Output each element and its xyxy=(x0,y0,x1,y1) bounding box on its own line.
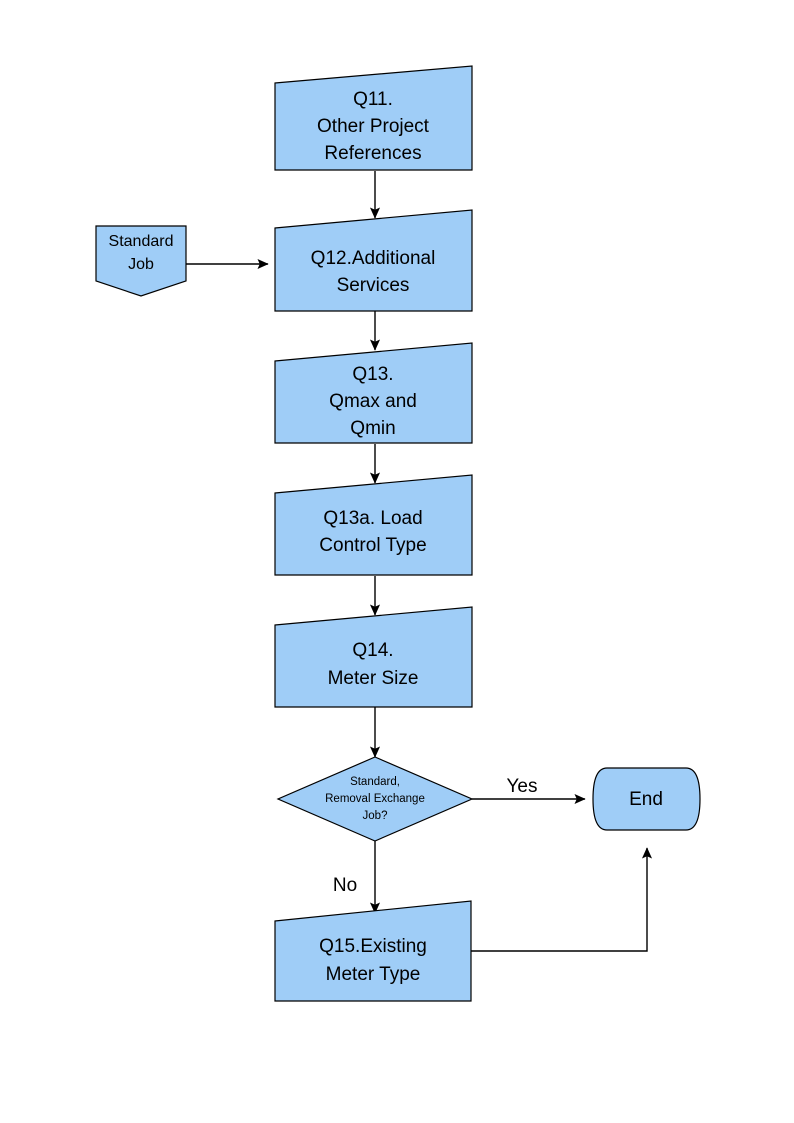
edges-layer xyxy=(186,171,653,952)
q13-label-line2: Qmax and xyxy=(329,391,417,412)
edge-label-yes: Yes xyxy=(507,776,538,797)
decision-label-line2: Removal Exchange xyxy=(325,793,425,805)
q14-label-line2: Meter Size xyxy=(328,668,419,689)
node-q13[interactable]: Q13. Qmax and Qmin xyxy=(274,342,473,444)
q12-label-line1: Q12.Additional xyxy=(311,248,436,269)
q15-shape[interactable] xyxy=(274,900,472,1002)
node-q14[interactable]: Q14. Meter Size xyxy=(274,606,473,708)
standard-job-label-line2: Job xyxy=(128,256,154,273)
node-decision[interactable]: Standard, Removal Exchange Job? xyxy=(276,756,474,842)
q14-label-line1: Q14. xyxy=(352,640,393,661)
q13-label-line3: Qmin xyxy=(350,418,395,439)
q11-shape[interactable] xyxy=(274,65,473,171)
node-q15[interactable]: Q15.Existing Meter Type xyxy=(274,900,472,1002)
node-end[interactable]: End xyxy=(592,767,701,831)
decision-label-line1: Standard, xyxy=(350,776,400,788)
q11-label-line1: Q11. xyxy=(353,89,393,110)
standard-job-shape[interactable] xyxy=(95,225,187,297)
node-q12[interactable]: Q12.Additional Services xyxy=(274,209,473,312)
q11-label-line2: Other Project xyxy=(317,116,430,137)
end-shape[interactable] xyxy=(592,767,701,831)
q12-shape[interactable] xyxy=(274,209,473,312)
standard-job-label-line1: Standard xyxy=(109,233,174,250)
q11-label-line3: References xyxy=(324,143,421,164)
q13a-label-line2: Control Type xyxy=(319,535,426,556)
edge-label-no: No xyxy=(333,875,357,896)
q13a-shape[interactable] xyxy=(274,474,473,576)
q13-label-line1: Q13. xyxy=(352,364,393,385)
decision-shape[interactable] xyxy=(276,756,474,842)
edge-q15-to-end xyxy=(471,847,653,952)
node-q13a[interactable]: Q13a. Load Control Type xyxy=(274,474,473,576)
q14-shape[interactable] xyxy=(274,606,473,708)
decision-label-line3: Job? xyxy=(363,810,388,822)
q15-label-line2: Meter Type xyxy=(326,964,421,985)
node-standard-job[interactable]: Standard Job xyxy=(95,225,187,297)
q13-shape[interactable] xyxy=(274,342,473,444)
q13a-label-line1: Q13a. Load xyxy=(323,508,422,529)
edge-labels-layer: Yes No xyxy=(333,776,538,896)
q15-label-line1: Q15.Existing xyxy=(319,936,427,957)
q12-label-line2: Services xyxy=(337,275,410,296)
end-label: End xyxy=(629,789,663,810)
node-q11[interactable]: Q11. Other Project References xyxy=(274,65,473,171)
